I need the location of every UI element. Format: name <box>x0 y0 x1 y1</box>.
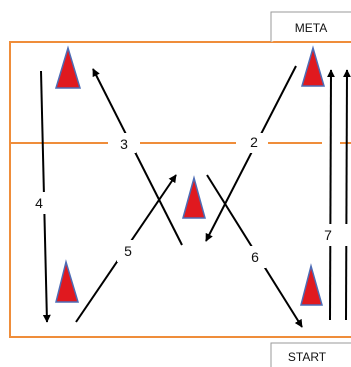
cone-top-right <box>301 45 325 87</box>
meta-label: META <box>295 21 327 35</box>
step-label-4: 4 <box>35 195 43 211</box>
arrow-step-7a <box>326 69 335 321</box>
arrow-step-7b <box>342 69 351 321</box>
start-label: START <box>288 350 327 364</box>
arrow-step-3 <box>92 68 183 246</box>
step-label-5: 5 <box>124 243 132 259</box>
court-boundary <box>9 41 351 338</box>
meta-box: META <box>270 11 351 42</box>
cone-bottom-right <box>300 263 323 306</box>
step-label-3: 3 <box>120 136 128 152</box>
cone-center <box>182 175 206 219</box>
arrow-step-2 <box>205 65 297 242</box>
step-label-7: 7 <box>324 227 332 243</box>
step-label-6: 6 <box>251 249 259 265</box>
start-box: START <box>270 342 351 367</box>
step-label-2: 2 <box>250 134 258 150</box>
cone-bottom-left <box>55 259 80 303</box>
cone-top-left <box>54 45 82 89</box>
